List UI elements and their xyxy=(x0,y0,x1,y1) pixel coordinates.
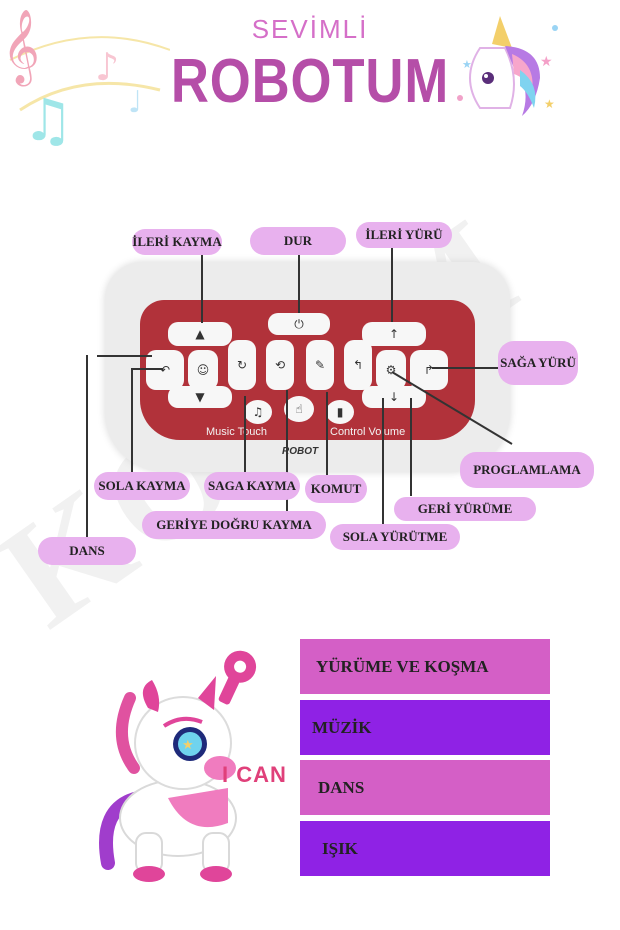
command-button[interactable]: ✎ xyxy=(306,340,334,390)
slide-left-button[interactable]: ↶ xyxy=(146,350,184,390)
connector-line xyxy=(391,248,393,322)
page-title: ROBOTUM xyxy=(170,47,450,116)
connector-line xyxy=(86,355,88,540)
connector-line xyxy=(97,355,152,357)
i-can-label: I CAN xyxy=(222,762,287,787)
svg-text:★: ★ xyxy=(540,54,553,70)
svg-text:★: ★ xyxy=(544,97,555,111)
connector-line xyxy=(131,368,133,476)
label-saga-kayma: SAGA KAYMA xyxy=(204,472,300,500)
ability-music: MÜZİK xyxy=(300,700,550,755)
svg-text:♫: ♫ xyxy=(22,86,74,150)
label-ileri-yuru: İLERİ YÜRÜ xyxy=(356,222,452,248)
connector-line xyxy=(382,398,384,524)
label-proglamlama: PROGLAMLAMA xyxy=(460,452,594,488)
forward-slide-button[interactable]: ▲ xyxy=(168,322,232,346)
music-touch-label: Music Touch xyxy=(206,426,267,438)
ability-light: IŞIK xyxy=(300,821,550,876)
walk-right-button[interactable]: ↱ xyxy=(410,350,448,390)
dance-button[interactable]: ☺ xyxy=(188,350,218,390)
connector-line xyxy=(131,368,163,370)
back-slide-button[interactable]: ⟲ xyxy=(266,340,294,390)
svg-text:★: ★ xyxy=(182,738,194,753)
slide-right-button[interactable]: ↻ xyxy=(228,340,256,390)
label-komut: KOMUT xyxy=(305,475,367,503)
ability-dance: DANS xyxy=(300,760,550,815)
label-dans: DANS xyxy=(38,537,136,565)
connector-line xyxy=(298,253,300,313)
walk-left-button[interactable]: ↰ xyxy=(344,340,372,390)
label-dur: DUR xyxy=(250,227,346,255)
music-button[interactable]: ♫ xyxy=(244,400,272,424)
music-notes-decoration: 𝄞 ♫ ♪ ♩ xyxy=(2,10,170,150)
connector-line xyxy=(244,396,246,478)
program-button[interactable]: ⚙ xyxy=(376,350,406,390)
ability-walk-run: YÜRÜME VE KOŞMA xyxy=(300,639,550,694)
control-volume-label: Control Volume xyxy=(330,426,406,438)
connector-line xyxy=(432,367,500,369)
remote-brand: ROBOT xyxy=(282,446,319,457)
connector-line xyxy=(286,390,288,512)
label-geri-yurume: GERİ YÜRÜME xyxy=(394,497,536,521)
connector-line xyxy=(201,253,203,323)
subtitle: SEVİMLİ xyxy=(251,14,369,44)
volume-button[interactable]: ▮ xyxy=(326,400,354,424)
connector-line xyxy=(326,392,328,478)
unicorn-robot-image: ★ xyxy=(99,650,257,882)
touch-button[interactable]: ☝ xyxy=(284,396,314,422)
label-sola-yurutme: SOLA YÜRÜTME xyxy=(330,524,460,550)
svg-text:★: ★ xyxy=(462,58,472,71)
label-ileri-kayma: İLERİ KAYMA xyxy=(132,229,222,255)
svg-text:♪: ♪ xyxy=(95,45,119,89)
label-saga-yuru: SAĞA YÜRÜ xyxy=(498,341,578,385)
slide-back-button[interactable]: ▼ xyxy=(168,386,232,408)
connector-line xyxy=(410,398,412,496)
svg-text:♩: ♩ xyxy=(128,85,142,120)
label-sola-kayma: SOLA KAYMA xyxy=(94,472,190,500)
label-geriye-dogru-kayma: GERİYE DOĞRU KAYMA xyxy=(142,511,326,539)
svg-text:𝄞: 𝄞 xyxy=(2,10,40,87)
walk-forward-button[interactable]: ↑ xyxy=(362,322,426,346)
stop-button[interactable]: ⏻ xyxy=(268,313,330,335)
unicorn-head-decoration: ★ ★ ★ xyxy=(457,16,558,116)
